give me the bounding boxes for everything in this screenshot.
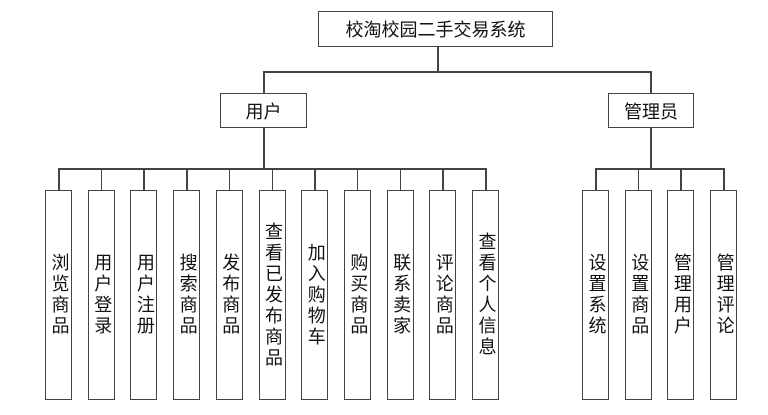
- connector-line: [637, 168, 640, 190]
- leaf-node: 加入购物车: [301, 190, 329, 400]
- leaf-node: 管理用户: [667, 190, 695, 400]
- leaf-node: 查看个人信息: [472, 190, 499, 400]
- connector-line: [314, 168, 316, 190]
- connector-line: [356, 168, 359, 190]
- connector-line: [650, 128, 652, 168]
- connector-line: [442, 168, 444, 190]
- leaf-node: 搜索商品: [173, 190, 201, 400]
- leaf-label: 评论商品: [432, 253, 454, 337]
- leaf-node: 发布商品: [215, 190, 243, 400]
- leaf-node: 查看已发布商品: [258, 190, 286, 400]
- branch-node-user: 用户: [220, 93, 307, 128]
- connector-line: [263, 128, 265, 168]
- connector-line: [228, 168, 231, 190]
- connector-line: [143, 168, 145, 190]
- connector-line: [271, 168, 273, 190]
- leaf-label: 联系卖家: [390, 253, 412, 337]
- connector-line: [58, 168, 60, 190]
- connector-line: [263, 71, 265, 93]
- leaf-node: 管理评论: [710, 190, 738, 400]
- root-label: 校淘校园二手交易系统: [345, 20, 526, 41]
- leaf-node: 浏览商品: [45, 190, 72, 400]
- connector-line: [595, 168, 725, 170]
- leaf-node: 用户注册: [130, 190, 158, 400]
- leaf-label: 加入购物车: [304, 242, 326, 348]
- leaf-label: 设置系统: [585, 253, 607, 337]
- root-node: 校淘校园二手交易系统: [318, 11, 553, 47]
- leaf-label: 用户登录: [91, 253, 113, 337]
- leaf-node: 设置商品: [624, 190, 652, 400]
- leaf-label: 搜索商品: [176, 253, 198, 337]
- leaf-node: 联系卖家: [386, 190, 414, 400]
- connector-line: [723, 168, 725, 190]
- leaf-node: 购买商品: [343, 190, 371, 400]
- connector-line: [186, 168, 188, 190]
- branch-node-admin: 管理员: [608, 93, 694, 128]
- leaf-node: 评论商品: [429, 190, 457, 400]
- leaf-label: 浏览商品: [48, 253, 70, 337]
- leaf-label: 管理用户: [670, 253, 692, 337]
- leaf-label: 用户注册: [133, 253, 155, 337]
- leaf-label: 查看个人信息: [475, 232, 497, 358]
- connector-line: [399, 168, 402, 190]
- connector-line: [100, 168, 103, 190]
- connector-line: [650, 71, 652, 93]
- branch-label: 用户: [245, 101, 282, 123]
- connector-line: [595, 168, 597, 190]
- leaf-label: 查看已发布商品: [262, 221, 283, 369]
- branch-label: 管理员: [624, 101, 678, 123]
- leaf-node: 设置系统: [582, 190, 609, 400]
- leaf-label: 设置商品: [628, 253, 650, 337]
- connector-line: [437, 47, 439, 72]
- connector-line: [485, 168, 487, 190]
- connector-line: [680, 168, 682, 190]
- leaf-label: 发布商品: [219, 253, 241, 337]
- leaf-node: 用户登录: [87, 190, 115, 400]
- connector-line: [263, 71, 651, 73]
- leaf-label: 购买商品: [347, 253, 369, 337]
- leaf-label: 管理评论: [713, 253, 735, 337]
